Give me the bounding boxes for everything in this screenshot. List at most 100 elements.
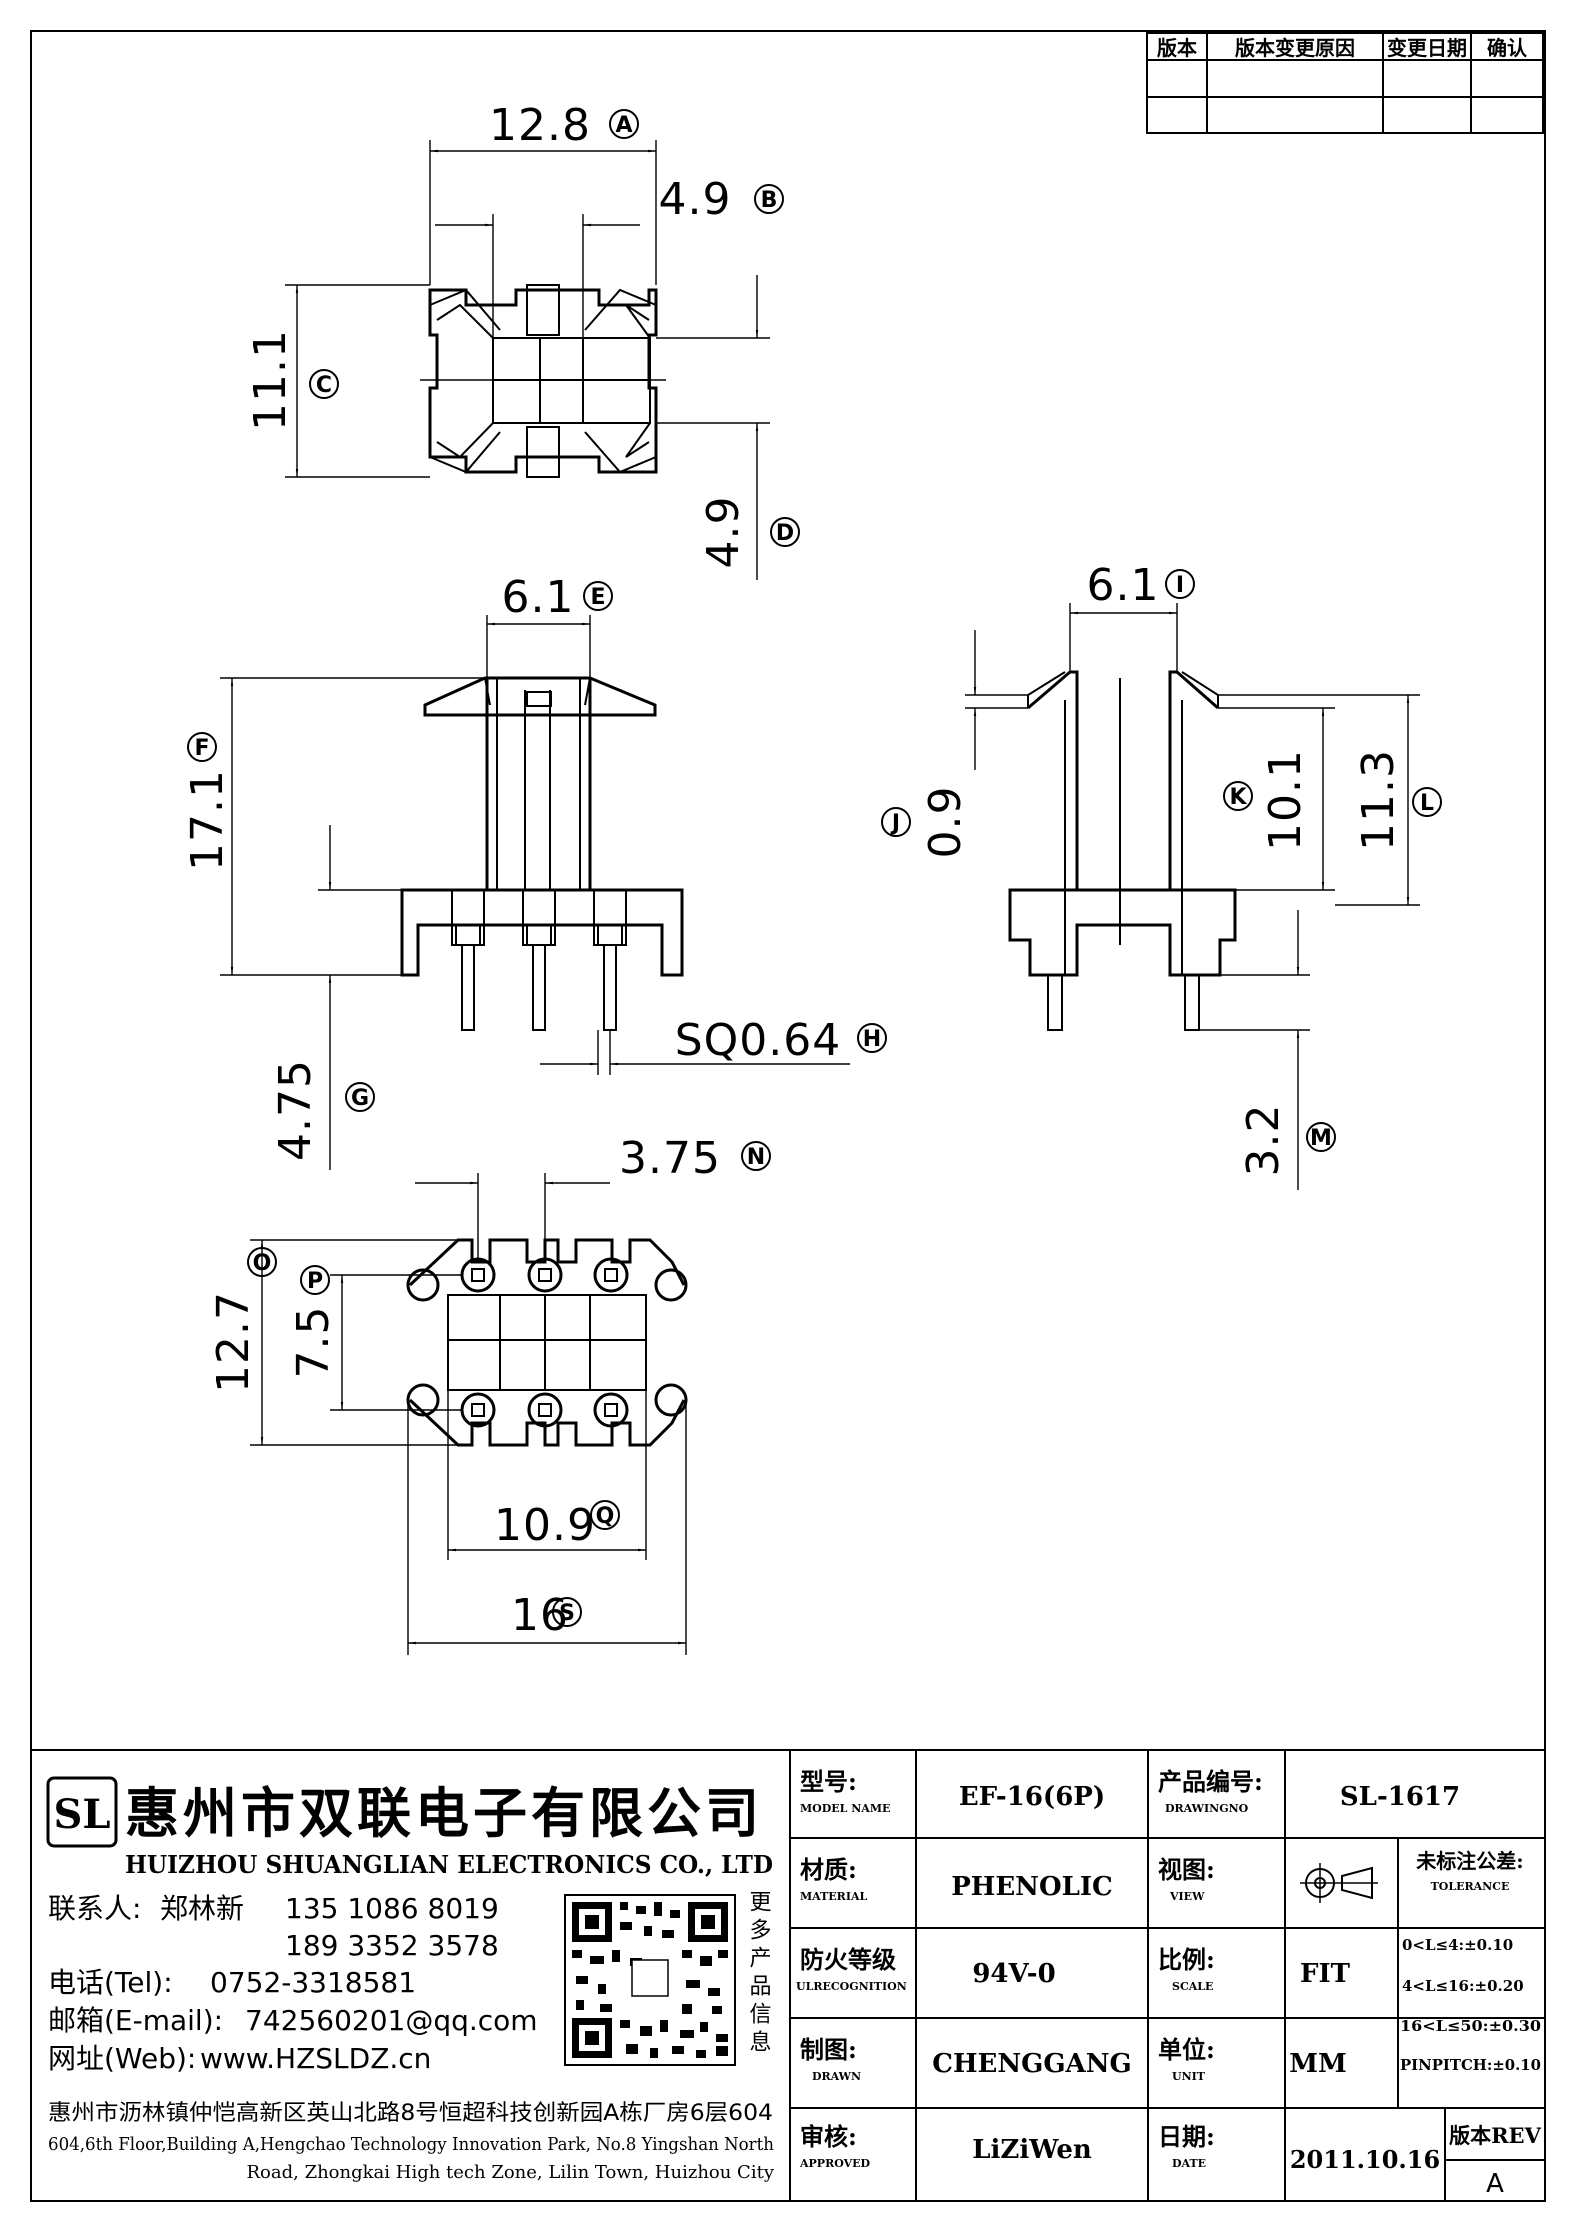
dim-s-letter: S	[559, 1601, 575, 1626]
dim-a-value: 12.8	[489, 100, 591, 151]
dim-q-letter: Q	[596, 1504, 615, 1529]
title-block: 型号: MODEL NAME EF-16(6P) 产品编号: DRAWINGNO…	[789, 1750, 1545, 2201]
dim-o-letter: O	[253, 1251, 272, 1276]
rev-value: A	[1486, 2169, 1504, 2199]
dim-f-value: 17.1	[182, 769, 233, 871]
dim-j-letter: J	[890, 811, 900, 836]
dim-e-value: 6.1	[502, 572, 575, 623]
drawn-value: CHENGGANG	[932, 2049, 1131, 2079]
unit-value: MM	[1289, 2049, 1347, 2079]
rev-header-version: 版本	[1157, 36, 1197, 60]
approved-label: 审核:	[800, 2122, 857, 2151]
dim-f-letter: F	[194, 736, 209, 761]
address-en-line2: Road, Zhongkai High tech Zone, Lilin Tow…	[247, 2162, 775, 2183]
dim-i-value: 6.1	[1087, 560, 1160, 611]
sheet-border	[30, 30, 1546, 2202]
phone-2: 189 3352 3578	[285, 1929, 499, 1962]
material-value: PHENOLIC	[951, 1872, 1112, 1902]
dim-s: 16 S	[407, 1400, 687, 1655]
model-value: EF-16(6P)	[959, 1782, 1105, 1812]
rev-header-confirm: 确认	[1487, 36, 1528, 60]
dim-s-value: 16	[511, 1590, 569, 1641]
web-value: www.HZSLDZ.cn	[200, 2042, 431, 2075]
contact-label: 联系人:	[48, 1892, 141, 1925]
dim-k-value: 10.1	[1260, 749, 1311, 851]
revision-table: 版本 版本变更原因 变更日期 确认	[1146, 32, 1544, 134]
dim-h: SQ0.64 H	[540, 1015, 887, 1075]
fire-rating-value: 94V-0	[972, 1959, 1055, 1989]
dim-b-letter: B	[761, 188, 778, 213]
company-block: SL 惠州市双联电子有限公司 HUIZHOU SHUANGLIAN ELECTR…	[46, 1776, 775, 2183]
scale-label-en: SCALE	[1172, 1980, 1213, 1993]
dim-a-letter: A	[615, 113, 632, 138]
logo-letters: SL	[53, 1791, 110, 1838]
dim-g-letter: G	[351, 1086, 369, 1111]
material-label: 材质:	[800, 1855, 857, 1884]
side-view	[1008, 670, 1237, 1031]
dim-f: 17.1 F	[182, 677, 485, 976]
rev-header-date: 变更日期	[1387, 36, 1467, 60]
scale-label: 比例:	[1158, 1945, 1215, 1974]
tolerance-0: 0<L≤4:±0.10	[1402, 1936, 1513, 1954]
dim-e-letter: E	[590, 585, 605, 610]
dim-l: 11.3 L	[1218, 694, 1442, 906]
dim-h-letter: H	[863, 1027, 881, 1052]
date-label: 日期:	[1158, 2122, 1215, 2151]
dim-o: 12.7 O	[208, 1239, 458, 1446]
dim-e: 6.1 E	[486, 572, 613, 678]
drawing-no-label-en: DRAWINGNO	[1165, 1802, 1249, 1815]
dim-i-letter: I	[1176, 573, 1184, 598]
dim-g-value: 4.75	[270, 1059, 321, 1161]
dim-q-value: 10.9	[494, 1500, 596, 1551]
model-label-en: MODEL NAME	[800, 1802, 890, 1815]
bottom-view	[406, 1238, 688, 1447]
scale-value: FIT	[1300, 1959, 1351, 1989]
dim-g: 4.75 G	[270, 825, 402, 1170]
drawn-label: 制图:	[800, 2035, 857, 2064]
approved-value: LiZiWen	[972, 2135, 1092, 2165]
dim-k-letter: K	[1229, 785, 1247, 810]
tolerance-label-en: TOLERANCE	[1431, 1880, 1510, 1893]
tolerance-2: 16<L≤50:±0.30	[1400, 2017, 1541, 2035]
top-view	[420, 284, 666, 478]
phone-1: 135 1086 8019	[285, 1892, 499, 1925]
dim-a: 12.8 A	[429, 100, 657, 285]
drawing-no-label: 产品编号:	[1158, 1767, 1263, 1796]
tolerance-1: 4<L≤16:±0.20	[1402, 1977, 1524, 1995]
drawn-label-en: DRAWN	[812, 2070, 861, 2083]
dim-n-value: 3.75	[619, 1133, 721, 1184]
dim-h-value: SQ0.64	[675, 1015, 842, 1066]
dim-q: 10.9 Q	[447, 1390, 647, 1560]
address-cn: 惠州市沥林镇仲恺高新区英山北路8号恒超科技创新园A栋厂房6层604	[48, 2101, 773, 2126]
projection-symbol-icon	[1300, 1863, 1378, 1903]
dim-p-value: 7.5	[288, 1306, 339, 1379]
dim-p-letter: P	[307, 1269, 323, 1294]
dim-j: 0.9 J	[881, 630, 1028, 859]
fire-rating-label: 防火等级	[800, 1945, 896, 1974]
email-label: 邮箱(E-mail):	[48, 2004, 223, 2037]
dim-k: 10.1 K	[1218, 707, 1335, 891]
unit-label: 单位:	[1158, 2035, 1215, 2064]
company-name-cn: 惠州市双联电子有限公司	[125, 1781, 763, 1845]
dim-d-letter: D	[776, 521, 794, 546]
tolerance-3: PINPITCH:±0.10	[1400, 2056, 1541, 2074]
date-value: 2011.10.16	[1290, 2145, 1440, 2174]
dim-c-value: 11.1	[245, 329, 296, 431]
fire-rating-label-en: ULRECOGNITION	[796, 1980, 907, 1993]
view-label: 视图:	[1158, 1855, 1215, 1884]
dim-m-value: 3.2	[1238, 1104, 1289, 1177]
unit-label-en: UNIT	[1172, 2070, 1206, 2083]
address-en-line1: 604,6th Floor,Building A,Hengchao Techno…	[48, 2134, 774, 2155]
tolerance-label: 未标注公差:	[1416, 1849, 1523, 1873]
more-info-text: 更多产品信息	[746, 1890, 772, 2058]
front-view	[400, 676, 684, 1031]
dim-m: 3.2 M	[1199, 910, 1336, 1190]
dim-b-value: 4.9	[659, 174, 732, 225]
dim-j-value: 0.9	[920, 786, 971, 859]
company-name-en: HUIZHOU SHUANGLIAN ELECTRONICS CO., LTD	[125, 1850, 773, 1879]
dim-o-value: 12.7	[208, 1291, 259, 1393]
rev-header-reason: 版本变更原因	[1235, 36, 1355, 60]
dim-d-value: 4.9	[698, 496, 749, 569]
web-label: 网址(Web):	[48, 2042, 196, 2075]
